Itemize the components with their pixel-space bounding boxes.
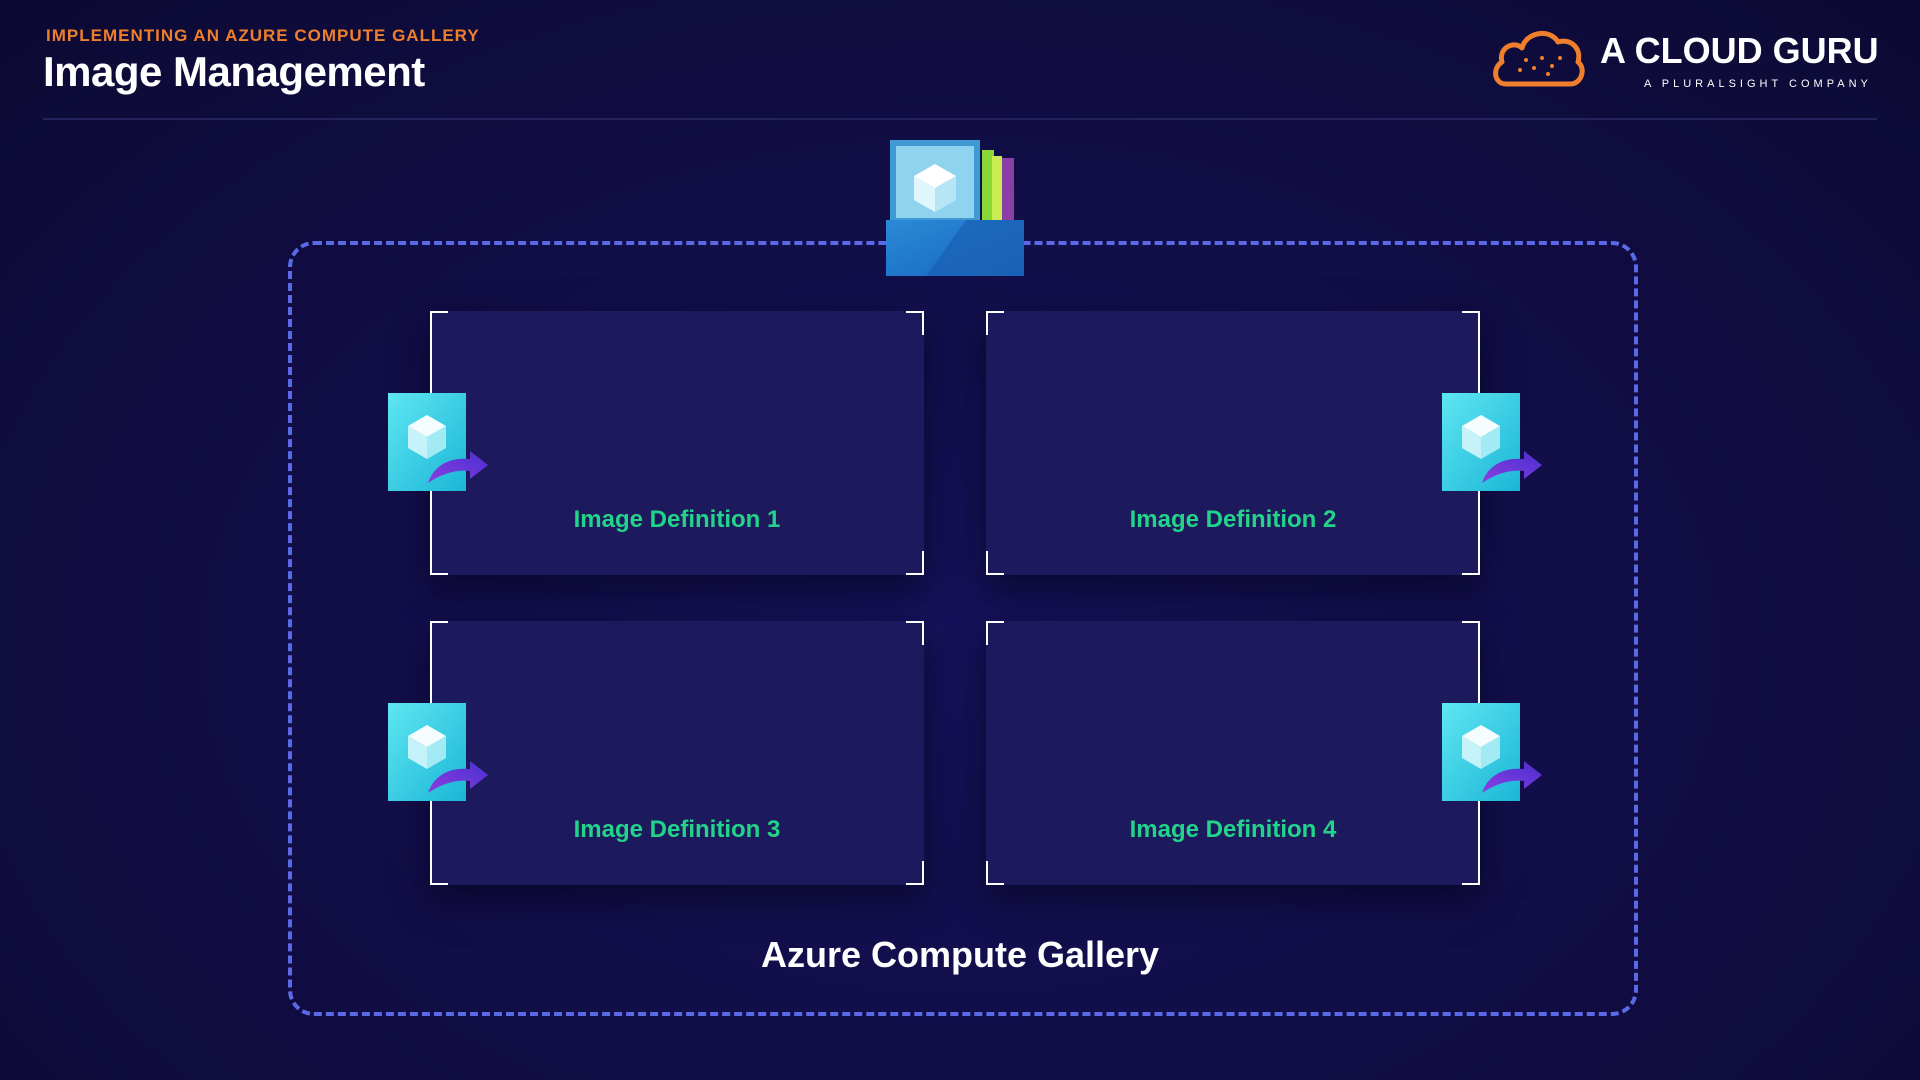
image-definition-card-4: Image Definition 4 bbox=[986, 621, 1480, 885]
compute-gallery-icon bbox=[886, 140, 1024, 276]
bracket-corner bbox=[986, 861, 1004, 885]
bracket-corner bbox=[986, 621, 1004, 645]
vm-image-icon bbox=[388, 703, 488, 803]
bracket-corner bbox=[986, 311, 1004, 335]
brand-tagline: A PLURALSIGHT COMPANY bbox=[1644, 78, 1872, 90]
header-divider bbox=[43, 118, 1877, 120]
image-definition-label: Image Definition 2 bbox=[1129, 506, 1337, 533]
bracket-corner bbox=[430, 311, 448, 335]
vm-image-icon bbox=[1442, 393, 1542, 493]
bracket-corner bbox=[906, 861, 924, 885]
vm-image-icon bbox=[388, 393, 488, 493]
bracket-corner bbox=[906, 621, 924, 645]
image-definition-card-1: Image Definition 1 bbox=[430, 311, 924, 575]
bracket-corner bbox=[430, 621, 448, 645]
cloud-icon bbox=[1493, 31, 1585, 87]
image-definition-card-2: Image Definition 2 bbox=[986, 311, 1480, 575]
brand-logo: A CLOUD GURU A PLURALSIGHT COMPANY bbox=[1490, 22, 1890, 102]
bracket-corner bbox=[906, 551, 924, 575]
image-definition-label: Image Definition 3 bbox=[573, 816, 781, 843]
bracket-corner bbox=[986, 551, 1004, 575]
bracket-corner bbox=[906, 311, 924, 335]
bracket-corner bbox=[430, 551, 448, 575]
vm-image-icon bbox=[1442, 703, 1542, 803]
section-eyebrow: IMPLEMENTING AN AZURE COMPUTE GALLERY bbox=[46, 26, 480, 45]
image-definition-label: Image Definition 4 bbox=[1129, 816, 1337, 843]
bracket-corner bbox=[430, 861, 448, 885]
image-definition-card-3: Image Definition 3 bbox=[430, 621, 924, 885]
page-title: Image Management bbox=[43, 48, 425, 95]
gallery-label: Azure Compute Gallery bbox=[760, 934, 1160, 975]
brand-name: A CLOUD GURU bbox=[1600, 30, 1879, 71]
image-definition-label: Image Definition 1 bbox=[573, 506, 781, 533]
